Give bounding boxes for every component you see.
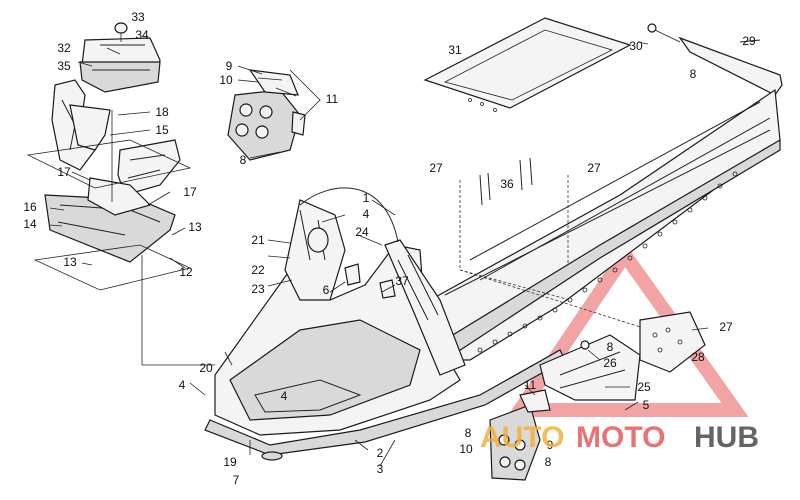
- callout-8b: 8: [690, 67, 697, 81]
- callout-30: 30: [629, 39, 643, 53]
- callout-21: 21: [251, 233, 265, 247]
- callout-19: 19: [223, 455, 237, 469]
- chassis-frame: [189, 88, 781, 467]
- callout-7: 7: [233, 473, 240, 487]
- callout-10b: 10: [459, 442, 473, 456]
- front-bracket-group: [227, 65, 321, 161]
- callout-27c: 27: [719, 320, 733, 334]
- callout-28: 28: [691, 350, 705, 364]
- callout-25: 25: [637, 380, 651, 394]
- callout-12: 12: [179, 265, 193, 279]
- callout-32: 32: [57, 41, 71, 55]
- callout-8a: 8: [240, 153, 247, 167]
- callout-16: 16: [23, 200, 37, 214]
- callout-10a: 10: [219, 73, 233, 87]
- callout-3: 3: [377, 462, 384, 476]
- rivet-holes: [477, 171, 738, 353]
- watermark-hub: HUB: [694, 421, 759, 454]
- callout-35: 35: [57, 59, 71, 73]
- callout-26: 26: [603, 356, 617, 370]
- callout-17a: 17: [57, 165, 71, 179]
- callout-18: 18: [155, 105, 169, 119]
- callout-13b: 13: [63, 255, 77, 269]
- callout-37: 37: [395, 274, 409, 288]
- callout-11a: 11: [326, 92, 339, 106]
- callout-labels: 33 34 32 35 18 15 17 17 16 14 13 13 12 9…: [23, 10, 756, 487]
- callout-9a: 9: [226, 59, 233, 73]
- callout-8e: 8: [607, 340, 614, 354]
- callout-9b: 9: [547, 438, 554, 452]
- callout-4c: 4: [281, 389, 288, 403]
- callout-6: 6: [323, 283, 330, 297]
- callout-23: 23: [251, 282, 265, 296]
- callout-11b: 11: [524, 378, 537, 392]
- callout-5: 5: [643, 398, 650, 412]
- callout-27b: 27: [587, 161, 601, 175]
- callout-4b: 4: [179, 378, 186, 392]
- callout-20: 20: [199, 361, 213, 375]
- watermark-wordmark: AUTO MOTO HUB: [480, 421, 759, 454]
- callout-1: 1: [363, 191, 370, 205]
- callout-29: 29: [742, 34, 756, 48]
- callout-15: 15: [155, 123, 169, 137]
- tunnel-top-group: [423, 17, 783, 112]
- callout-31: 31: [448, 43, 462, 57]
- console-bracket-group: [26, 22, 215, 366]
- rear-bracket-group: [489, 311, 709, 481]
- watermark-auto: AUTO: [480, 421, 564, 454]
- callout-22: 22: [251, 263, 265, 277]
- callout-17b: 17: [183, 185, 197, 199]
- callout-8d: 8: [545, 455, 552, 469]
- callout-33: 33: [131, 10, 145, 24]
- callout-2: 2: [377, 446, 384, 460]
- callout-34: 34: [135, 28, 149, 42]
- callout-27a: 27: [429, 161, 443, 175]
- callout-24: 24: [355, 225, 369, 239]
- callout-8c: 8: [465, 426, 472, 440]
- callout-4a: 4: [363, 207, 370, 221]
- callout-14: 14: [23, 217, 37, 231]
- callout-13a: 13: [188, 220, 202, 234]
- callout-36: 36: [500, 177, 514, 191]
- watermark-moto: MOTO: [576, 421, 665, 454]
